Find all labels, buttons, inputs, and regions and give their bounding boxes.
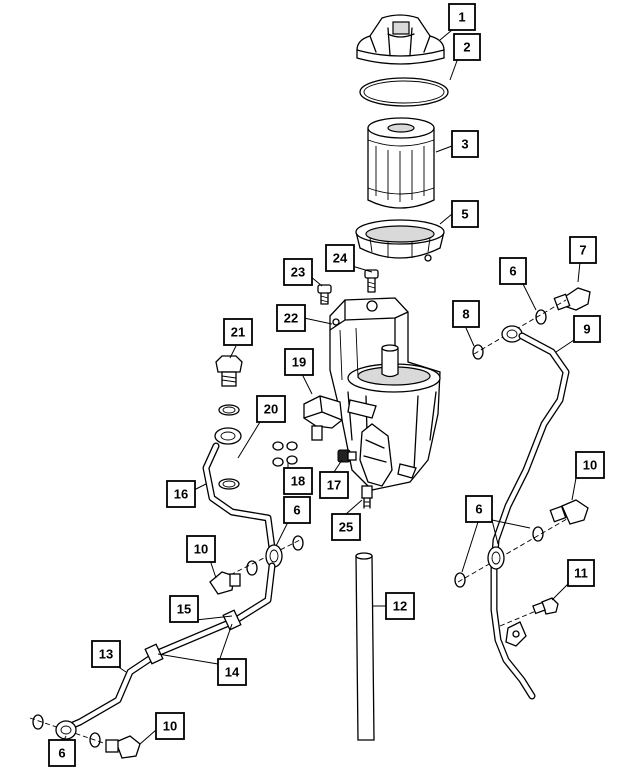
callout-13-label: 13 bbox=[99, 647, 113, 662]
callout-23-label: 23 bbox=[291, 265, 305, 280]
callout-6-left-label: 6 bbox=[293, 503, 300, 518]
callout-13: 13 bbox=[91, 640, 121, 668]
callout-8-label: 8 bbox=[462, 307, 469, 322]
part-fitting-17 bbox=[337, 449, 357, 463]
callout-24-label: 24 bbox=[333, 251, 348, 266]
callout-3-label: 3 bbox=[461, 137, 468, 152]
part-filter-housing bbox=[329, 297, 441, 509]
part-screw-24 bbox=[364, 269, 379, 293]
callout-16: 16 bbox=[166, 480, 196, 508]
callout-7: 7 bbox=[569, 236, 597, 264]
callout-1: 1 bbox=[448, 3, 476, 31]
part-banjo-fitting-lower bbox=[29, 714, 141, 759]
callout-10-left-label: 10 bbox=[194, 542, 208, 557]
callout-2-label: 2 bbox=[463, 40, 470, 55]
callout-22: 22 bbox=[276, 304, 306, 332]
part-screw-23 bbox=[317, 284, 332, 305]
callout-14: 14 bbox=[217, 658, 247, 686]
part-plug-bolt-21 bbox=[215, 355, 243, 416]
callout-3: 3 bbox=[451, 130, 479, 158]
callout-10-right-label: 10 bbox=[583, 458, 597, 473]
part-fuel-line-16 bbox=[202, 427, 276, 552]
part-fuel-line-9 bbox=[490, 325, 570, 700]
part-washers-right-upper bbox=[472, 299, 567, 360]
callout-18: 18 bbox=[283, 467, 313, 495]
part-banjo-fitting-right bbox=[454, 499, 589, 588]
callout-2: 2 bbox=[453, 33, 481, 61]
callout-10-left: 10 bbox=[186, 535, 216, 563]
callout-10-right: 10 bbox=[575, 451, 605, 479]
part-filter-cap bbox=[356, 14, 445, 65]
part-washers-18 bbox=[272, 441, 298, 467]
callout-6-left: 6 bbox=[283, 496, 311, 524]
callout-9: 9 bbox=[573, 315, 601, 343]
callout-20: 20 bbox=[256, 395, 286, 423]
callout-25: 25 bbox=[331, 513, 361, 541]
callout-7-label: 7 bbox=[579, 243, 586, 258]
part-hose-12 bbox=[355, 552, 375, 741]
callout-21: 21 bbox=[223, 318, 253, 346]
part-o-ring bbox=[359, 77, 449, 107]
callout-17-label: 17 bbox=[327, 478, 341, 493]
callout-19: 19 bbox=[284, 348, 314, 376]
callout-8: 8 bbox=[452, 300, 480, 328]
callout-6-lower-right-label: 6 bbox=[475, 502, 482, 517]
callout-1-label: 1 bbox=[458, 10, 465, 25]
callout-6-lower: 6 bbox=[48, 739, 76, 767]
callout-5-label: 5 bbox=[461, 207, 468, 222]
part-bolt-11 bbox=[499, 597, 559, 627]
callout-12-label: 12 bbox=[393, 599, 407, 614]
callout-10-lower: 10 bbox=[155, 712, 185, 740]
callout-10-lower-label: 10 bbox=[163, 719, 177, 734]
callout-20-label: 20 bbox=[264, 402, 278, 417]
callout-16-label: 16 bbox=[174, 487, 188, 502]
callout-11-label: 11 bbox=[574, 566, 588, 581]
part-housing-ring bbox=[355, 219, 445, 262]
callout-15-label: 15 bbox=[177, 602, 191, 617]
callout-23: 23 bbox=[283, 258, 313, 286]
callout-6-lower-label: 6 bbox=[58, 746, 65, 761]
callout-14-label: 14 bbox=[225, 665, 240, 680]
callout-6-upper-right: 6 bbox=[499, 257, 527, 285]
callout-6-lower-right: 6 bbox=[465, 495, 493, 523]
callout-12: 12 bbox=[385, 592, 415, 620]
callout-5: 5 bbox=[451, 200, 479, 228]
part-bolt-7 bbox=[553, 287, 591, 311]
callout-18-label: 18 bbox=[291, 474, 305, 489]
part-sensor bbox=[303, 395, 343, 441]
part-fuel-line-15 bbox=[62, 562, 276, 732]
leader-lines bbox=[63, 29, 581, 745]
callout-21-label: 21 bbox=[231, 325, 245, 340]
callout-24: 24 bbox=[325, 244, 355, 272]
callout-11: 11 bbox=[567, 559, 595, 587]
callout-9-label: 9 bbox=[583, 322, 590, 337]
callout-15: 15 bbox=[169, 595, 199, 623]
callout-19-label: 19 bbox=[292, 355, 306, 370]
callout-22-label: 22 bbox=[284, 311, 298, 326]
callout-6-upper-right-label: 6 bbox=[509, 264, 516, 279]
part-filter-element bbox=[367, 117, 435, 209]
callout-17: 17 bbox=[319, 471, 349, 499]
callout-25-label: 25 bbox=[339, 520, 353, 535]
part-banjo-fitting-left bbox=[209, 535, 304, 595]
